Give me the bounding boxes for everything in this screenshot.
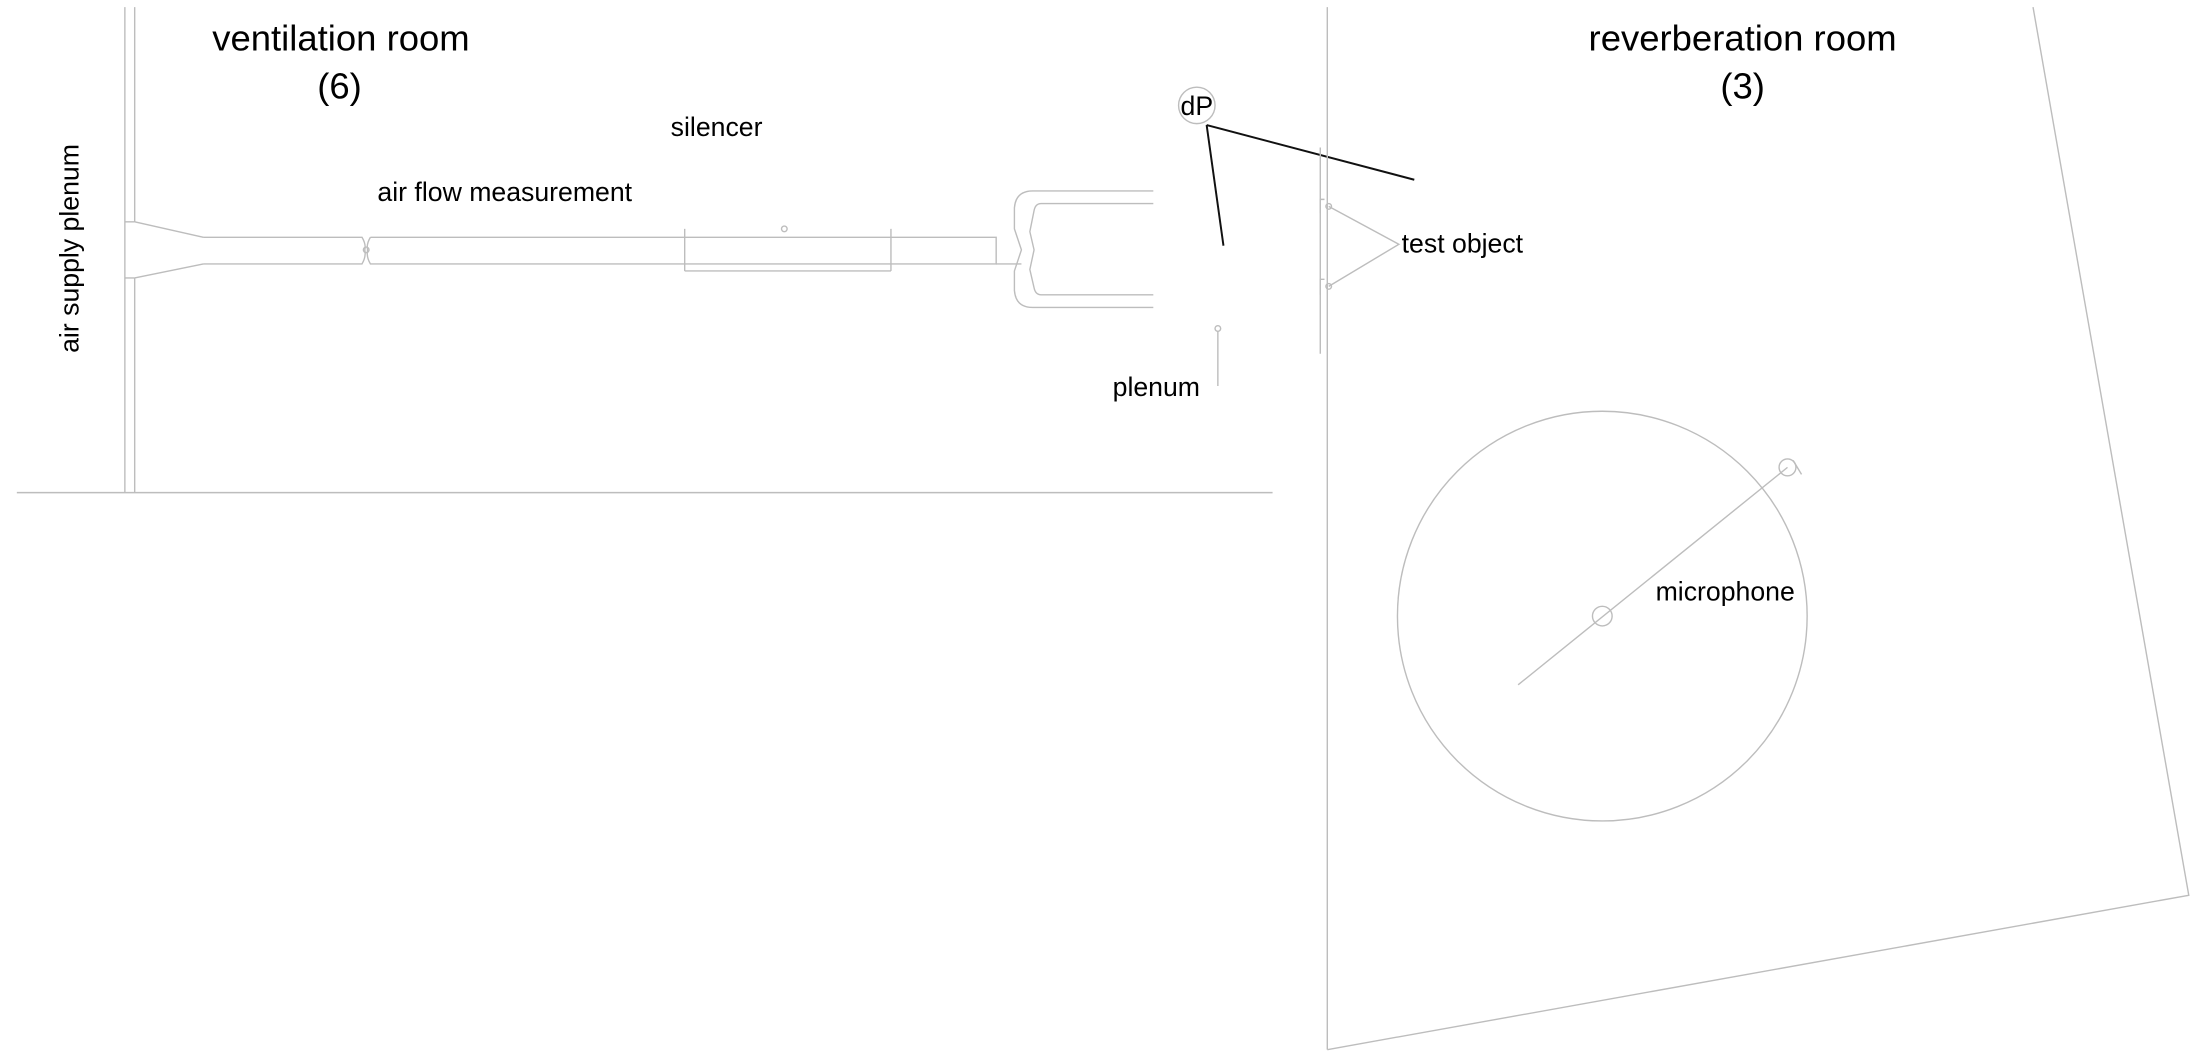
ventilation-room xyxy=(16,7,1415,494)
air-supply-plenum-label: air supply plenum xyxy=(55,144,85,353)
dp-label: dP xyxy=(1181,91,1214,121)
test-object-label: test object xyxy=(1402,229,1524,259)
dp-gauge-icon xyxy=(1177,86,1216,125)
silencer-label: silencer xyxy=(671,112,763,142)
plenum-shape xyxy=(1013,190,1222,386)
test-object-shape xyxy=(1319,198,1401,295)
reverberation-room-number: (3) xyxy=(1720,65,1765,106)
inlet-funnel xyxy=(134,221,204,279)
microphone-path xyxy=(1396,410,1808,822)
ventilation-room-title: ventilation room xyxy=(212,18,469,59)
plenum-label: plenum xyxy=(1113,372,1200,402)
duct xyxy=(203,236,1022,265)
air-supply-wall xyxy=(124,7,136,493)
microphone-label: microphone xyxy=(1656,577,1795,607)
pressure-lines xyxy=(1205,124,1415,246)
room-outline xyxy=(1327,7,2190,1051)
air-flow-measurement-label: air flow measurement xyxy=(377,177,632,207)
reverberation-room xyxy=(1319,7,2190,1051)
silencer-shape xyxy=(683,225,892,272)
ventilation-room-number: (6) xyxy=(317,65,362,106)
reverberation-room-title: reverberation room xyxy=(1589,18,1897,59)
